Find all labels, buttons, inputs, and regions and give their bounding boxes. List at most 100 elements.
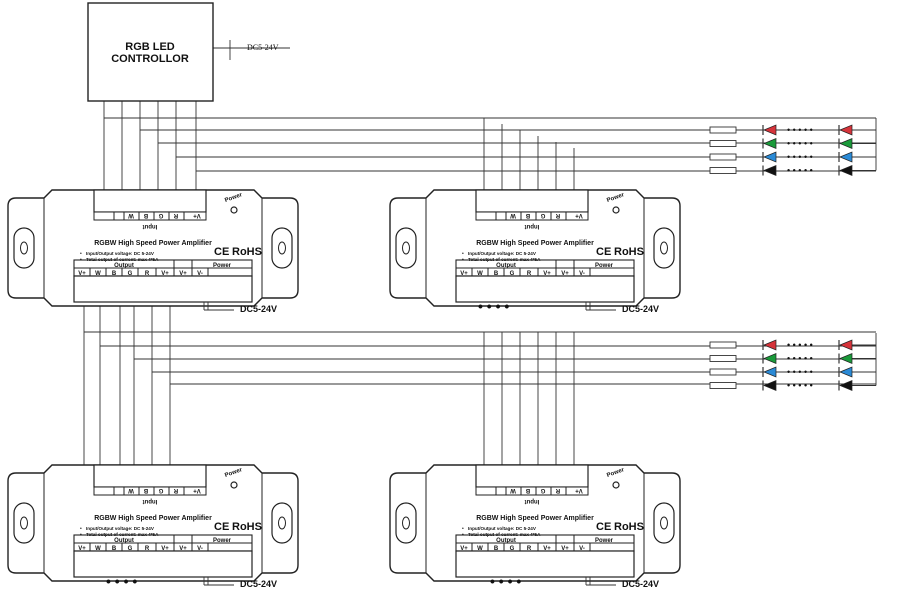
input-label: Input [143, 498, 158, 504]
spec-voltage: Input/Output voltage: DC 5-24V [468, 251, 537, 256]
bullet: • [462, 532, 464, 538]
bullet: • [462, 257, 464, 263]
output-pin-label: G [510, 271, 515, 277]
led-diode-icon [839, 164, 853, 177]
power-pin-label: V- [197, 546, 203, 552]
led-diode-icon [839, 339, 853, 351]
controller-label-line1: RGB LED [125, 41, 175, 53]
input-pin-label: V+ [575, 487, 583, 493]
power-label: Power [213, 263, 232, 269]
continuation-dots: • • • • [106, 573, 137, 589]
led-diode-icon [763, 379, 777, 392]
power-pin-label: V- [197, 271, 203, 277]
led-diode-icon [763, 164, 777, 177]
bullet: • [80, 257, 82, 263]
bullet: • [80, 532, 82, 538]
power-label: Power [595, 538, 614, 544]
ce-mark: CE [596, 521, 611, 533]
bullet: • [462, 526, 464, 532]
controller-box [87, 2, 214, 102]
output-pin-label: B [494, 271, 499, 277]
input-pin-label: B [143, 212, 148, 218]
input-label: Input [525, 223, 540, 229]
rohs-mark: RoHS [232, 246, 262, 258]
led-diode-icon [839, 352, 853, 365]
output-pin-label: B [112, 546, 117, 552]
resistor [709, 153, 737, 161]
rohs-mark: RoHS [232, 521, 262, 533]
output-pin-label: V+ [78, 271, 86, 277]
input-label: Input [143, 223, 158, 229]
output-label: Output [496, 263, 516, 269]
output-pin-label: G [128, 271, 133, 277]
power-supply-label: DC5-24V [240, 304, 277, 314]
input-pin-label: G [540, 487, 545, 493]
resistor [709, 355, 737, 362]
led-chain-dots: • • • • • [787, 367, 813, 377]
led-chain-dots: • • • • • [787, 139, 813, 149]
amplifier-title: RGBW High Speed Power Amplifier [476, 515, 594, 522]
input-pin-label: V+ [193, 212, 201, 218]
resistor [709, 382, 737, 389]
led-diode-icon [839, 137, 853, 150]
input-pin-label: G [158, 487, 163, 493]
amplifier-title: RGBW High Speed Power Amplifier [476, 240, 594, 247]
led-diode-icon [763, 151, 777, 163]
spec-current: Total output of current: max 4*5A [468, 257, 541, 262]
rohs-mark: RoHS [614, 246, 644, 258]
ce-mark: CE [214, 246, 229, 258]
output-pin-label: R [145, 546, 150, 552]
ce-mark: CE [596, 246, 611, 258]
output-pin-label: B [494, 546, 499, 552]
led-diode-icon [763, 137, 777, 150]
output-pin-label: V+ [460, 546, 468, 552]
output-pin-label: V+ [78, 546, 86, 552]
output-label: Output [114, 263, 134, 269]
bullet: • [462, 251, 464, 257]
amplifier-title: RGBW High Speed Power Amplifier [94, 240, 212, 247]
led-chain-dots: • • • • • [787, 340, 813, 350]
output-pin-label: B [112, 271, 117, 277]
output-pin-label: R [527, 271, 532, 277]
resistor [709, 368, 737, 376]
led-chain-dots: • • • • • [787, 166, 813, 176]
output-pin-label: R [145, 271, 150, 277]
led-chain-dots: • • • • • [787, 354, 813, 364]
amplifier-title: RGBW High Speed Power Amplifier [94, 515, 212, 522]
led-diode-icon [839, 151, 853, 163]
input-pin-label: R [555, 487, 560, 493]
spec-current: Total output of current: max 4*5A [468, 532, 541, 537]
power-supply-label: DC5-24V [240, 579, 277, 589]
led-diode-icon [763, 124, 777, 136]
input-pin-label: R [173, 212, 178, 218]
input-pin-label: W [128, 487, 134, 493]
output-pin-label: W [477, 271, 483, 277]
power-pin-label: V+ [561, 271, 569, 277]
power-supply-label: DC5-24V [622, 579, 659, 589]
input-pin-label: G [158, 212, 163, 218]
power-pin-label: V- [579, 546, 585, 552]
led-chain-top: • • • • •• • • • •• • • • •• • • • • [709, 124, 853, 177]
output-pin-label: W [477, 546, 483, 552]
led-chain-bottom: • • • • •• • • • •• • • • •• • • • • [709, 339, 853, 392]
input-pin-label: B [525, 487, 530, 493]
power-label: Power [595, 263, 614, 269]
input-pin-label: B [525, 212, 530, 218]
controller-label-line2: CONTROLLOR [111, 53, 189, 65]
power-supply-label: DC5-24V [622, 304, 659, 314]
power-label: Power [213, 538, 232, 544]
input-pin-label: G [540, 212, 545, 218]
led-diode-icon [763, 352, 777, 365]
continuation-dots: • • • • [478, 298, 509, 314]
resistor [709, 126, 737, 134]
resistor [709, 140, 737, 147]
led-chain-dots: • • • • • [787, 152, 813, 162]
continuation-dots: • • • • [490, 573, 521, 589]
input-pin-label: R [555, 212, 560, 218]
